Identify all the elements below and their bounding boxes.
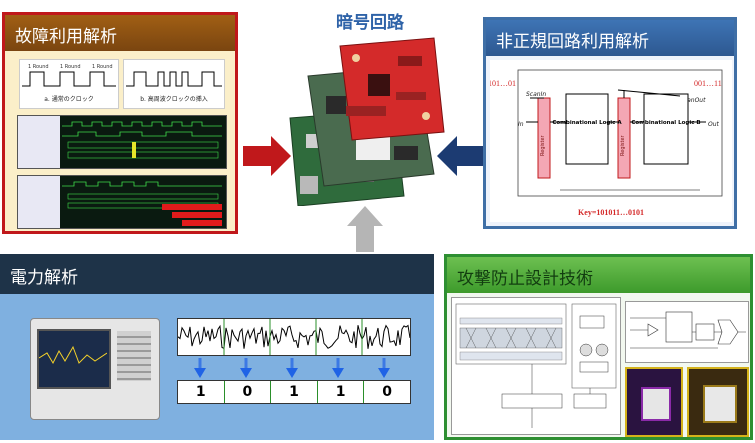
glitch-clock-diagram: b. 高周波クロックの挿入 [123, 59, 225, 109]
logic-b-label: Combinational Logic B [631, 120, 700, 126]
fault-waveform-view-1 [17, 115, 227, 169]
fault-waveform-view-2 [17, 175, 227, 229]
circuit-board-image [289, 37, 445, 206]
scan-in-label: ScanIn [526, 91, 546, 98]
chip-layout-photo-1 [625, 367, 683, 437]
register-2-label: Register [620, 134, 626, 156]
chip-layout-photo-2 [687, 367, 749, 437]
illegal-circuit-analysis-panel: 非正規回路利用解析 101…01 001…11 ScanIn ScanOut I… [483, 17, 737, 229]
power-trace-box [177, 318, 411, 356]
round-label-1: 1 Round [28, 64, 49, 70]
crypto-circuit-title: 暗号回路 [336, 13, 404, 33]
in-label: In [518, 121, 524, 128]
register-1-label: Register [540, 134, 546, 156]
countermeasure-design-panel: 攻撃防止設計技術 [444, 254, 753, 440]
glitch-clock-caption: b. 高周波クロックの挿入 [140, 96, 208, 103]
arrow-up-to-center [347, 206, 383, 252]
arrow-right-to-center [437, 136, 485, 176]
power-analysis-title: 電力解析 [0, 254, 434, 294]
extracted-key: Key=101011…0101 [578, 208, 644, 217]
countermeasure-title: 攻撃防止設計技術 [447, 257, 750, 293]
bit-cell: 0 [382, 384, 393, 400]
protected-logic-gate-diagram [625, 301, 749, 363]
power-analysis-panel: 電力解析 1 0 1 1 0 [0, 254, 434, 440]
trace-to-bits-arrows [194, 358, 390, 378]
illegal-circuit-title: 非正規回路利用解析 [486, 20, 734, 56]
round-label-2: 1 Round [60, 64, 81, 70]
aes-protection-block-diagram [451, 297, 621, 435]
bit-cell: 1 [271, 381, 318, 403]
bit-cell: 1 [318, 381, 365, 403]
fault-analysis-panel: 故障利用解析 1 Round 1 Round 1 Round a. 通常のクロッ… [2, 12, 238, 234]
bit-cell: 1 [178, 381, 225, 403]
bit-cell: 0 [225, 381, 272, 403]
round-label-3: 1 Round [92, 64, 113, 70]
normal-clock-diagram: 1 Round 1 Round 1 Round a. 通常のクロック [19, 59, 119, 109]
out-label: Out [708, 121, 720, 128]
oscilloscope-image [30, 318, 160, 420]
fault-analysis-title: 故障利用解析 [5, 15, 235, 51]
arrow-left-to-center [243, 136, 291, 176]
scan-out-bits: 001…11 [694, 79, 722, 88]
normal-clock-caption: a. 通常のクロック [44, 96, 94, 103]
logic-a-label: Combinational Logic A [552, 120, 622, 126]
scan-chain-diagram: 101…01 001…11 ScanIn ScanOut In Out Regi… [488, 60, 732, 222]
scan-out-label: ScanOut [680, 97, 706, 104]
recovered-bits-box: 1 0 1 1 0 [177, 380, 411, 404]
scan-in-bits: 101…01 [490, 79, 516, 88]
